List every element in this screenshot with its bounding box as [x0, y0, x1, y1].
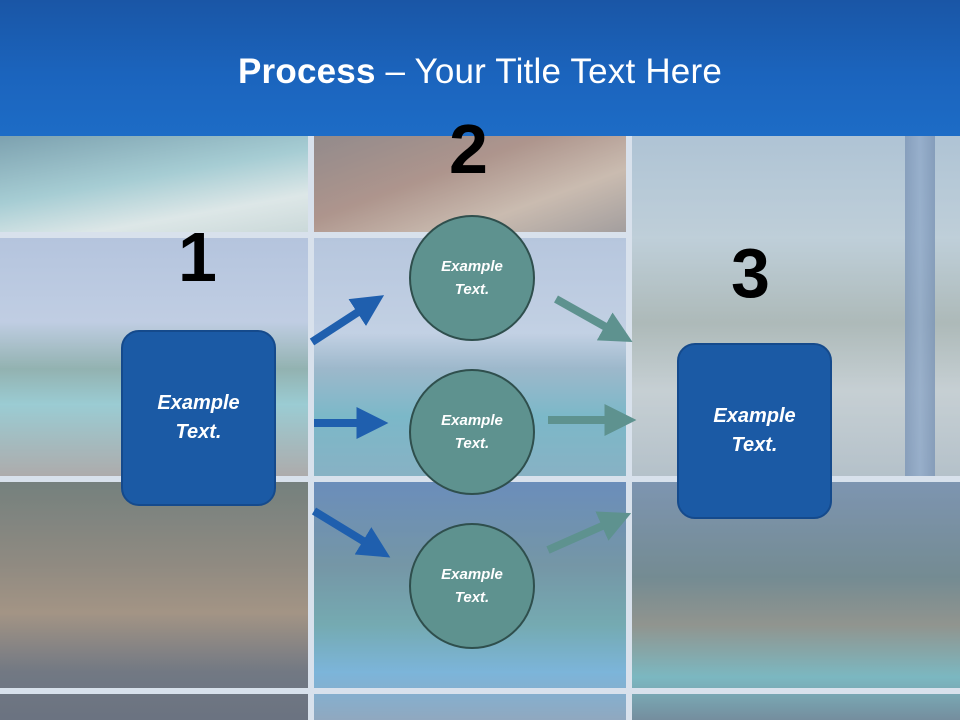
step-number-3: 3	[731, 234, 770, 312]
step-2-node-top: Example Text.	[409, 215, 535, 341]
arrow-up-right-icon	[546, 511, 632, 554]
step-number-2: 2	[449, 110, 488, 188]
title-bar	[0, 0, 960, 136]
night-restaurant-photo	[0, 482, 308, 720]
step-3-text: Example Text.	[713, 405, 796, 456]
step-2-node-text: Example Text.	[441, 258, 503, 298]
pole-photo	[905, 136, 935, 476]
collage-divider	[308, 136, 314, 720]
slide-title: Process – Your Title Text Here	[0, 52, 960, 92]
title-bold: Process	[238, 52, 376, 91]
step-1-box: Example Text.	[121, 330, 276, 506]
beach-photo	[0, 136, 308, 232]
collage-divider	[0, 688, 960, 694]
step-2-node-middle: Example Text.	[409, 369, 535, 495]
arrow-up-right-icon	[309, 295, 385, 346]
step-3-box: Example Text.	[677, 343, 832, 519]
resort-night-photo	[632, 482, 960, 720]
arrow-down-right-icon	[311, 507, 391, 558]
step-2-node-text: Example Text.	[441, 412, 503, 452]
arrow-down-right-icon	[554, 295, 633, 343]
step-number-1: 1	[178, 218, 217, 296]
step-2-node-text: Example Text.	[441, 566, 503, 606]
title-rest: – Your Title Text Here	[375, 52, 722, 91]
step-1-text: Example Text.	[157, 392, 240, 443]
collage-divider	[0, 232, 632, 238]
step-2-node-bottom: Example Text.	[409, 523, 535, 649]
